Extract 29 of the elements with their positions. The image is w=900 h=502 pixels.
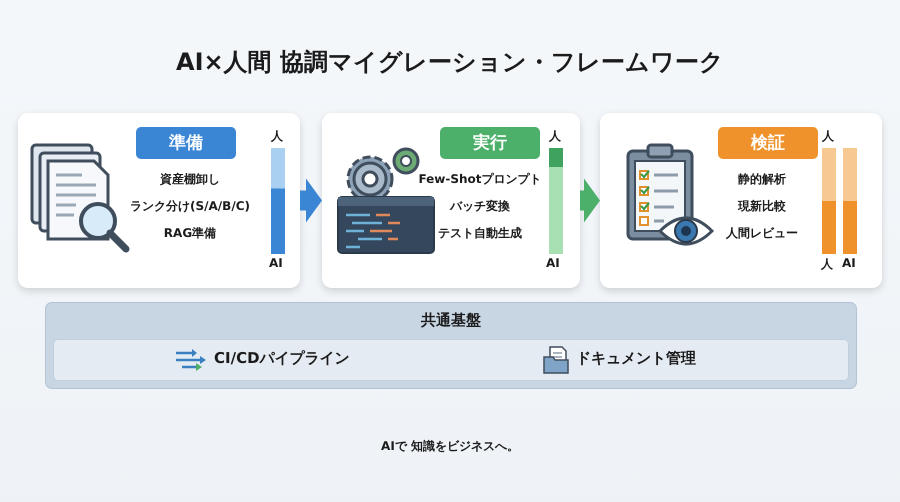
bar-label: 人 bbox=[821, 256, 833, 273]
bar-label: AI bbox=[546, 256, 560, 270]
bar-label: AI bbox=[842, 256, 856, 270]
task-text: バッチ変換 bbox=[448, 198, 511, 215]
bar-label: 人 bbox=[822, 128, 834, 145]
bar-label: 人 bbox=[271, 128, 283, 145]
tool-text: ドキュメント管理 bbox=[576, 349, 696, 368]
tool-text: CI/CDパイプライン bbox=[214, 349, 350, 368]
task-text: 静的解析 bbox=[736, 171, 787, 188]
stage-card bbox=[18, 113, 300, 288]
stage-label: 実行 bbox=[440, 127, 540, 159]
task-text: 現新比較 bbox=[736, 198, 787, 215]
stage-label: 検証 bbox=[718, 127, 818, 159]
task-text: RAG準備 bbox=[162, 225, 218, 242]
task-text: テスト自動生成 bbox=[437, 225, 523, 242]
task-text: Few-Shotプロンプト bbox=[417, 171, 543, 188]
stage-label: 準備 bbox=[136, 127, 236, 159]
tagline: AIで 知識をビジネスへ。 bbox=[380, 438, 520, 455]
task-text: ランク分け(S/A/B/C) bbox=[129, 198, 251, 215]
band-heading: 共通基盤 bbox=[420, 311, 482, 331]
stage-card bbox=[600, 113, 882, 288]
task-text: 人間レビュー bbox=[725, 225, 799, 242]
bar-label: AI bbox=[269, 256, 283, 270]
platform-band bbox=[45, 302, 857, 389]
task-text: 資産棚卸し bbox=[159, 171, 221, 188]
tool-row bbox=[53, 339, 849, 381]
stage-card bbox=[322, 113, 580, 288]
bar-label: 人 bbox=[549, 128, 561, 145]
title: AI×人間 協調マイグレーション・フレームワーク bbox=[175, 47, 725, 78]
